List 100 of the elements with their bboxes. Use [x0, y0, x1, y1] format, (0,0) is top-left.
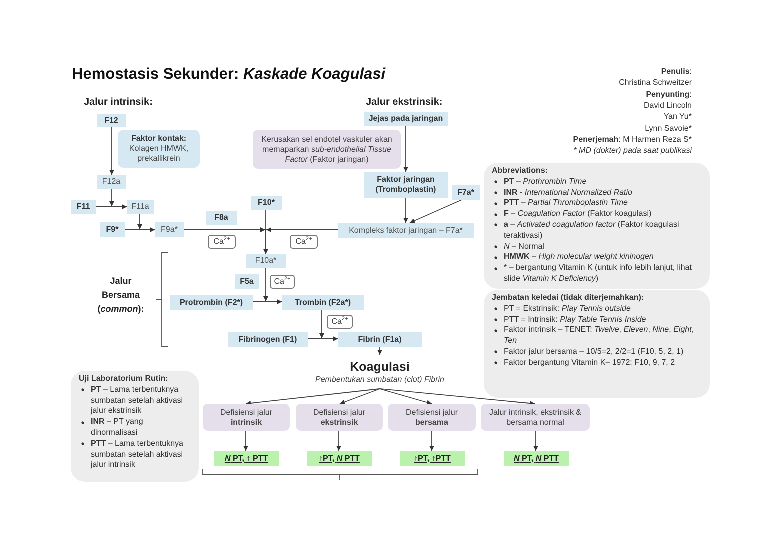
- section-heading: Jalur intrinsik:: [84, 97, 153, 109]
- arrow: [404, 126, 408, 172]
- factor-box: [71, 200, 96, 214]
- factor-box: [251, 196, 282, 210]
- group-label: Jalur Bersama (common):: [96, 275, 146, 316]
- note-heading: Faktor kontak:: [131, 134, 187, 144]
- cofactor-box: [270, 275, 295, 289]
- factor-box: [97, 114, 126, 127]
- box-label: Defisiensi jalur intrinsik: [219, 408, 274, 428]
- note-box: [118, 130, 200, 168]
- credit-line: David Lincoln: [644, 100, 692, 111]
- result-box: [214, 451, 279, 466]
- factor-box: [206, 211, 237, 225]
- result-box: [307, 451, 372, 466]
- section-heading: Jalur ekstrinsik:: [366, 97, 443, 109]
- box-label: Ca$^{2+}$: [274, 277, 291, 287]
- factor-box: [100, 222, 125, 237]
- credit-line: Penerjemah: M Harmen Reza S*: [573, 134, 692, 145]
- factor-box: [97, 175, 126, 189]
- credit-line: Penyunting:: [646, 90, 692, 100]
- condition-box: [253, 130, 401, 169]
- credit-line: Yan Yu*: [664, 112, 692, 122]
- box-label: F10a*: [255, 256, 277, 266]
- credit-line: Penulis:: [661, 67, 692, 77]
- box-label: Jejas pada jaringan: [368, 114, 444, 124]
- arrow: [380, 388, 536, 406]
- cofactor-box: [290, 235, 318, 249]
- box-label: Trombin (F2a*): [294, 298, 351, 308]
- condition-box: [296, 404, 383, 431]
- arrow: [430, 430, 434, 452]
- box-label: Kerusakan sel endotel vaskuler akan memaparkan sub-endothelial Tissue Factor (Faktor jaringan): [260, 134, 394, 164]
- box-label: F11a: [132, 202, 150, 212]
- arrow: [246, 388, 380, 406]
- arrow: [138, 214, 156, 232]
- arrow: [110, 126, 114, 176]
- arrow: [110, 188, 128, 210]
- box-label: F11: [76, 202, 90, 212]
- arrow: [534, 430, 538, 452]
- factor-box: [127, 200, 154, 214]
- factor-box: [228, 332, 308, 347]
- box-label: N PT, ↑ PTT: [224, 454, 268, 464]
- factor-box: [235, 274, 259, 289]
- box-label: Ca$^{2+}$: [214, 237, 230, 247]
- footnote: * MD (dokter) pada saat publikasi: [574, 146, 692, 156]
- cofactor-box: [327, 315, 353, 329]
- box-label: F5a: [240, 276, 254, 286]
- box-label: F12a: [102, 177, 121, 187]
- box-label: Jalur intrinsik, ekstrinsik & bersama normal: [488, 408, 583, 428]
- arrow: [252, 300, 282, 304]
- box-label: Fibrinogen (F1): [238, 334, 298, 344]
- box-label: F9*: [106, 224, 119, 234]
- factor-box: [246, 254, 286, 268]
- box-label: Fibrin (F1a): [358, 334, 402, 344]
- box-label: F7a*: [458, 188, 474, 198]
- note-text: Kolagen HMWK, prekallikrein: [128, 144, 190, 164]
- arrow: [410, 200, 462, 224]
- arrow: [378, 346, 382, 356]
- panel-heading: Abbreviations:: [492, 166, 550, 177]
- factor-box: [364, 112, 448, 126]
- cofactor-box: [208, 235, 236, 249]
- box-label: Defisiensi jalur bersama: [404, 408, 460, 428]
- box-label: Ca$^{2+}$: [332, 317, 348, 327]
- box-label: N PT, N PTT: [514, 454, 559, 464]
- box-label: Ca$^{2+}$: [296, 237, 312, 247]
- box-label: Defisiensi jalur ekstrinsik: [312, 408, 367, 428]
- box-label: Kompleks faktor jaringan – F7a*: [349, 226, 463, 236]
- arrow: [308, 336, 338, 342]
- box-label: Protrombin (F2*): [180, 298, 244, 308]
- info-panel: [484, 290, 710, 398]
- panel-heading: Jembatan keledai (tidak diterjemahkan):: [492, 293, 646, 304]
- factor-box: [170, 295, 253, 310]
- factor-box: [364, 172, 448, 198]
- arrow: [336, 430, 342, 452]
- factor-box: [155, 222, 184, 237]
- result-box: [400, 451, 465, 466]
- result-box: [504, 451, 569, 466]
- diagram-title: Hemostasis Sekunder: Kaskade Koagulasi: [72, 66, 386, 84]
- condition-box: [203, 404, 290, 431]
- outcome-heading: Koagulasi: [350, 359, 410, 375]
- info-panel: [71, 371, 199, 482]
- box-label: F10*: [258, 198, 275, 208]
- info-panel: [484, 163, 710, 289]
- box-label: Faktor jaringan (Tromboplastin): [374, 175, 438, 195]
- box-label: F12: [104, 116, 118, 126]
- factor-box: [338, 332, 422, 347]
- credit-line: Lynn Savoie*: [645, 124, 692, 134]
- credit-line: Christina Schweitzer: [619, 78, 692, 88]
- arrow: [380, 388, 432, 406]
- box-label: ↑PT, ↑PTT: [414, 454, 451, 464]
- arrow: [404, 198, 408, 224]
- factor-box: [338, 223, 474, 238]
- outcome-subtitle: Pembentukan sumbatan (clot) Fibrin: [316, 375, 444, 385]
- arrow: [244, 430, 248, 452]
- panel-heading: Uji Laboratorium Rutin:: [79, 374, 170, 385]
- box-label: ↑PT, N PTT: [319, 454, 360, 464]
- arrow: [340, 388, 380, 405]
- box-label: F8a: [214, 213, 228, 223]
- condition-box: [481, 404, 590, 431]
- factor-box: [282, 295, 364, 310]
- condition-box: [388, 404, 476, 431]
